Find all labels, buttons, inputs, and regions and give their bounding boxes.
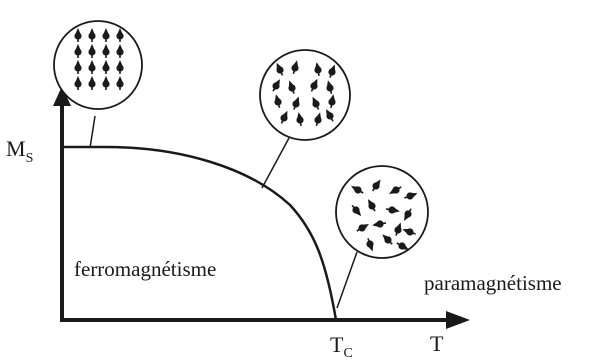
inset-partial bbox=[259, 49, 351, 141]
spin-arrow bbox=[292, 96, 300, 110]
inset-connector-partial bbox=[261, 137, 290, 189]
spin-arrow bbox=[328, 64, 336, 78]
inset-ferro bbox=[53, 20, 143, 110]
spin-arrow bbox=[74, 76, 82, 90]
spin-arrow bbox=[276, 62, 284, 76]
para-region-label: paramagnétisme bbox=[424, 271, 562, 295]
spin-arrow bbox=[314, 62, 322, 77]
spin-arrow bbox=[368, 199, 376, 212]
tc-label: TC bbox=[330, 332, 353, 360]
x-axis-label: T bbox=[430, 331, 444, 356]
spin-arrow bbox=[74, 60, 82, 74]
spin-arrow bbox=[272, 79, 280, 92]
spin-arrow bbox=[102, 76, 110, 90]
x-axis-arrow-icon bbox=[446, 311, 470, 329]
y-axis-arrow-icon bbox=[53, 86, 71, 106]
spin-arrow bbox=[389, 186, 402, 194]
spin-arrow bbox=[74, 44, 82, 58]
spin-arrow bbox=[102, 28, 110, 42]
ferro-region-label: ferromagnétisme bbox=[74, 257, 216, 281]
spin-arrow bbox=[328, 94, 336, 109]
spin-arrow bbox=[310, 78, 318, 92]
spin-arrow bbox=[296, 112, 304, 127]
spin-arrow bbox=[288, 80, 296, 94]
spin-arrow bbox=[366, 238, 374, 252]
spin-arrow bbox=[312, 96, 320, 110]
spin-arrow bbox=[88, 60, 96, 74]
spin-arrow bbox=[404, 192, 418, 200]
y-axis-label: MS bbox=[6, 136, 33, 166]
spin-arrow bbox=[356, 224, 369, 232]
spin-arrow bbox=[116, 28, 124, 42]
spin-arrow bbox=[116, 44, 124, 58]
spin-arrow bbox=[274, 94, 282, 109]
spin-arrow bbox=[382, 234, 393, 245]
spin-arrow bbox=[116, 76, 124, 90]
spin-arrow bbox=[102, 60, 110, 74]
partially-aligned-spins-icon bbox=[272, 60, 336, 127]
inset-connector-para bbox=[336, 251, 358, 309]
spin-arrow bbox=[88, 44, 96, 58]
magnetization-curve bbox=[62, 145, 338, 321]
random-spins-icon bbox=[351, 179, 418, 252]
inset-para bbox=[335, 165, 429, 259]
aligned-spins-icon bbox=[74, 28, 124, 90]
spin-arrow bbox=[314, 112, 322, 127]
spin-arrow bbox=[74, 28, 82, 42]
spin-arrow bbox=[404, 208, 412, 221]
spin-arrow bbox=[396, 242, 409, 250]
spin-arrow bbox=[88, 76, 96, 90]
spin-arrow bbox=[371, 179, 381, 192]
spin-arrow bbox=[116, 60, 124, 74]
spin-arrow bbox=[326, 109, 334, 122]
spin-arrow bbox=[88, 28, 96, 42]
spin-arrow bbox=[102, 44, 110, 58]
spin-arrow bbox=[351, 204, 362, 217]
spin-arrow bbox=[351, 186, 364, 194]
spin-arrow bbox=[291, 60, 299, 75]
spin-arrow bbox=[385, 206, 400, 214]
spin-arrow bbox=[402, 228, 416, 236]
spin-arrow bbox=[326, 80, 334, 95]
spin-arrow bbox=[280, 110, 288, 124]
spin-arrow bbox=[394, 222, 402, 236]
spin-arrow bbox=[372, 220, 387, 228]
inset-connector-ferro bbox=[89, 115, 96, 149]
